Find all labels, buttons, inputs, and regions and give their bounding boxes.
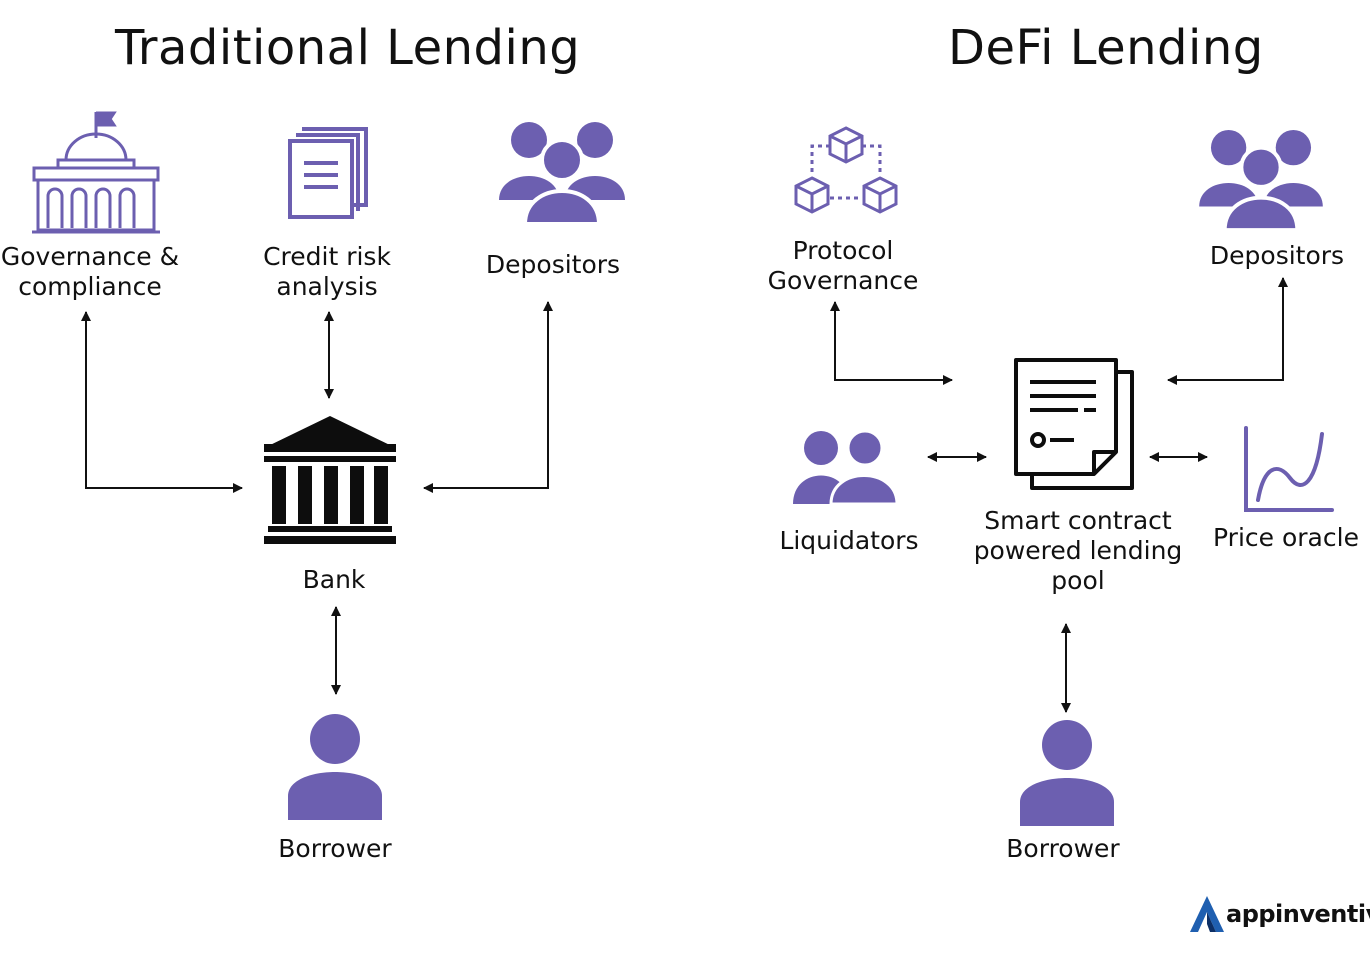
arrow-depositors-pool [1167, 277, 1288, 385]
contract-icon [1014, 358, 1134, 490]
traditional-lending-title: Traditional Lending [115, 20, 581, 76]
arrow-protocol-pool [830, 301, 953, 385]
brand-name: appinventiv [1226, 900, 1370, 928]
arrow-governance-bank [81, 311, 243, 493]
user-icon [288, 714, 382, 820]
borrower-label-right: Borrower [1006, 834, 1120, 863]
price-oracle-label: Price oracle [1213, 523, 1359, 552]
defi-lending-title: DeFi Lending [948, 20, 1264, 76]
bank-label: Bank [302, 565, 366, 594]
documents-icon [288, 127, 368, 219]
liquidators-label: Liquidators [779, 526, 919, 555]
price-curve-icon [1244, 426, 1334, 512]
borrower-label-left: Borrower [278, 834, 392, 863]
depositors-group-icon [1199, 129, 1323, 232]
blockchain-nodes-icon [794, 126, 898, 214]
government-building-icon [32, 111, 160, 234]
user-icon [1020, 720, 1114, 826]
arrow-depositors-bank [423, 301, 553, 493]
liquidators-pair-icon [793, 429, 899, 506]
appinventiv-logo-icon [1190, 896, 1224, 932]
bank-icon [264, 416, 396, 544]
governance-compliance-label: Governance &compliance [0, 242, 180, 301]
depositors-label-left: Depositors [485, 250, 621, 279]
depositors-label-right: Depositors [1209, 241, 1345, 270]
depositors-group-icon [499, 122, 625, 226]
